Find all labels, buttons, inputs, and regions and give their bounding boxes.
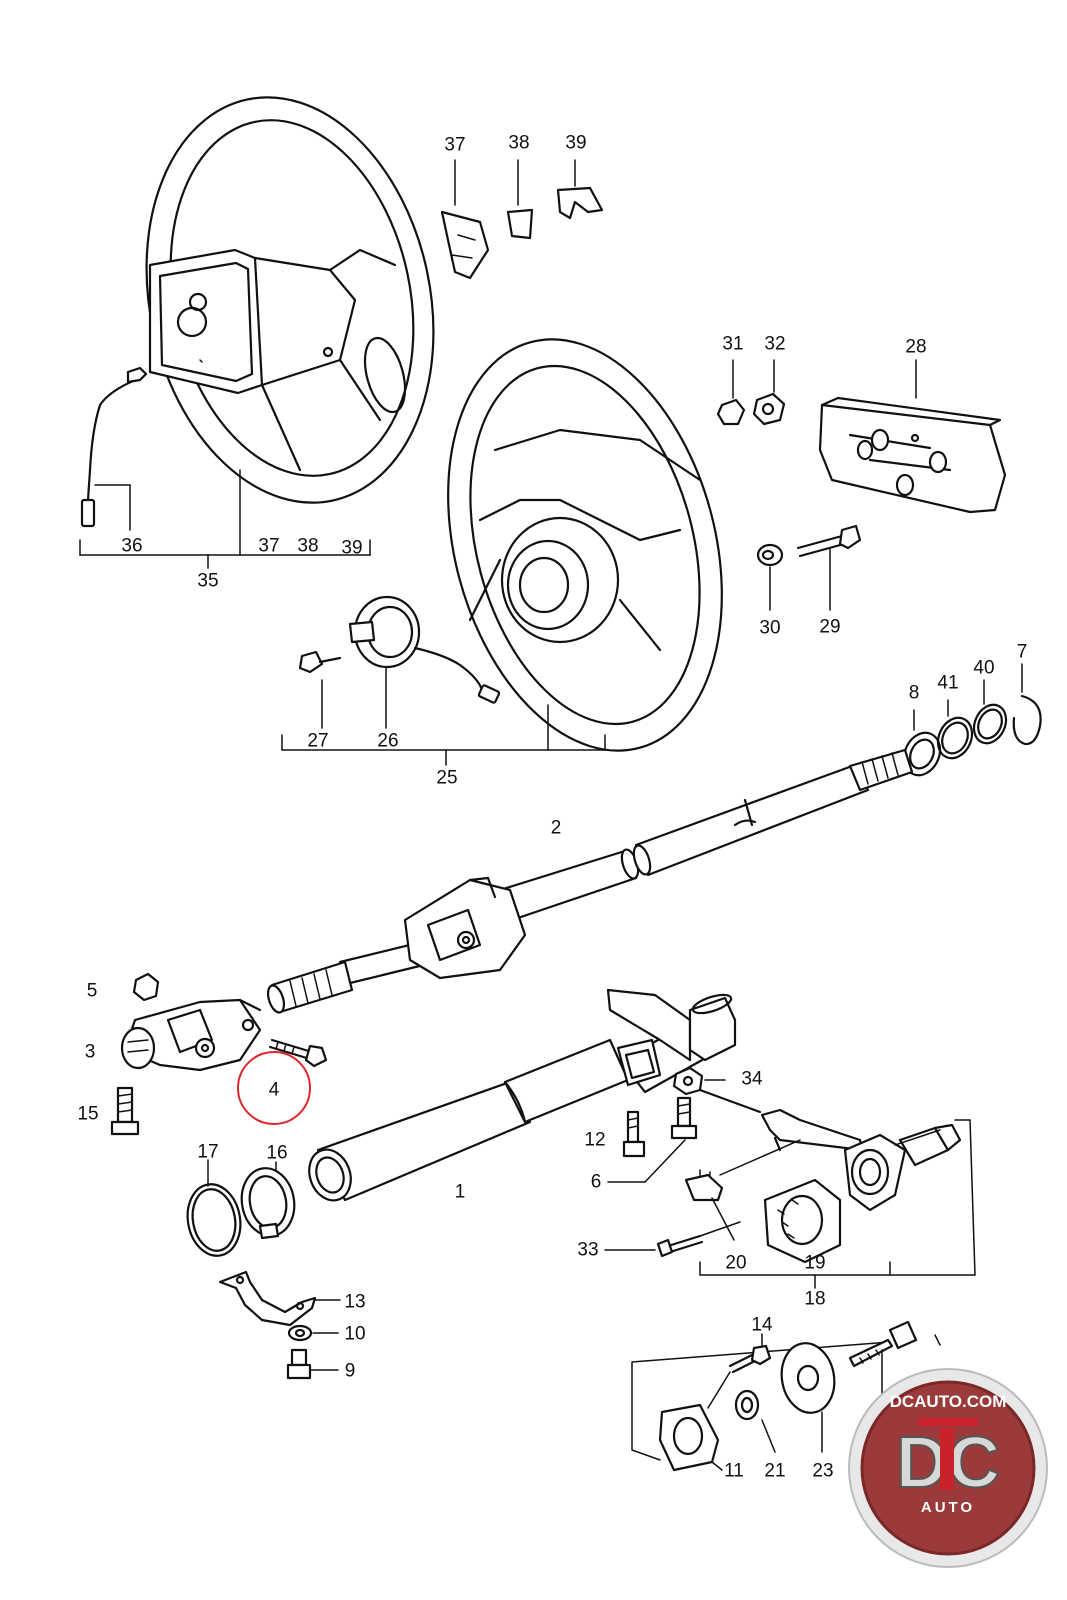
nuts-31-32 (716, 359, 786, 426)
callout-20: 20 (725, 1253, 746, 1274)
callout-15: 15 (77, 1104, 98, 1125)
callout-31: 31 (722, 334, 743, 355)
callout-41: 41 (937, 673, 958, 694)
logo-word: AUTO (921, 1499, 975, 1516)
callout-29: 29 (819, 617, 840, 638)
steering-shaft-2 (266, 748, 914, 1014)
callout-16: 16 (266, 1143, 287, 1164)
bolt-4 (268, 1038, 328, 1068)
callout-27: 27 (307, 731, 328, 752)
screw-9 (286, 1348, 339, 1380)
callout-23: 23 (812, 1461, 833, 1482)
bracket-25 (281, 667, 606, 766)
callout-32: 32 (764, 334, 785, 355)
screw-33 (604, 1221, 741, 1258)
callout-labels: 37 38 39 31 32 28 36 37 38 39 35 30 29 7… (77, 133, 1027, 1482)
callout-39-bottom: 39 (341, 538, 362, 559)
nut-5 (132, 972, 160, 1002)
plate-11 (658, 1403, 723, 1472)
callout-36: 36 (121, 536, 142, 557)
logo-site-text: DCAUTO.COM (890, 1392, 1007, 1411)
callout-10: 10 (344, 1324, 365, 1345)
callout-38-bottom: 38 (297, 536, 318, 557)
callout-39-top: 39 (565, 133, 586, 154)
ignition-switch-19 (763, 1178, 842, 1264)
callout-17: 17 (197, 1142, 218, 1163)
steering-wheel-25 (447, 338, 723, 752)
callout-37-top: 37 (444, 135, 465, 156)
horn-wire-36 (80, 366, 148, 528)
washer-21 (734, 1389, 776, 1453)
bolt-29-bushing-30 (756, 524, 862, 611)
parts-37-38-39 (440, 159, 604, 280)
callout-2: 2 (551, 818, 562, 839)
highlight-circle-4 (237, 1051, 311, 1125)
steering-wheel-assembly-35 (145, 96, 435, 504)
callout-35: 35 (197, 571, 218, 592)
callout-40: 40 (973, 658, 994, 679)
callout-37-bottom: 37 (258, 536, 279, 557)
bolt-15 (110, 1086, 140, 1136)
callout-14: 14 (751, 1315, 773, 1336)
horn-pad-28 (818, 359, 1007, 514)
callout-4: 4 (269, 1080, 280, 1101)
dcauto-logo: DCAUTO.COM DC AUTO (848, 1368, 1048, 1568)
callout-1: 1 (455, 1182, 466, 1203)
callout-13: 13 (344, 1292, 365, 1313)
screw-14 (707, 1333, 772, 1409)
rings-7-8-40-41 (902, 663, 1042, 777)
callout-9: 9 (345, 1361, 356, 1382)
callout-25: 25 (436, 768, 457, 789)
clamp-13 (218, 1270, 341, 1327)
callout-3: 3 (85, 1042, 96, 1063)
washer-10 (287, 1324, 339, 1342)
callout-38-top: 38 (508, 133, 529, 154)
callout-34: 34 (741, 1069, 763, 1090)
connector-20 (684, 1139, 801, 1241)
steering-lock-18 (698, 1088, 976, 1276)
callout-21: 21 (764, 1461, 785, 1482)
disc-23 (780, 1342, 836, 1453)
callout-12: 12 (584, 1130, 605, 1151)
callout-11: 11 (724, 1461, 744, 1482)
callout-19: 19 (804, 1253, 825, 1274)
universal-joint-3 (120, 998, 262, 1072)
callout-6: 6 (591, 1172, 602, 1193)
callout-18: 18 (804, 1289, 825, 1310)
bracket-35 (79, 469, 371, 569)
callout-28: 28 (905, 337, 926, 358)
bolt-6 (607, 1096, 698, 1183)
column-tube-1 (308, 988, 737, 1202)
bracket-18 (699, 1261, 891, 1289)
callout-26: 26 (377, 731, 398, 752)
contact-ring-26 (348, 595, 501, 704)
callout-8: 8 (909, 683, 920, 704)
rings-16-17 (186, 1159, 296, 1257)
callout-33: 33 (577, 1240, 598, 1261)
callout-30: 30 (759, 618, 780, 639)
bolt-12 (622, 1110, 646, 1158)
callout-5: 5 (87, 981, 98, 1002)
callout-7: 7 (1017, 642, 1028, 663)
screw-27 (298, 650, 342, 674)
